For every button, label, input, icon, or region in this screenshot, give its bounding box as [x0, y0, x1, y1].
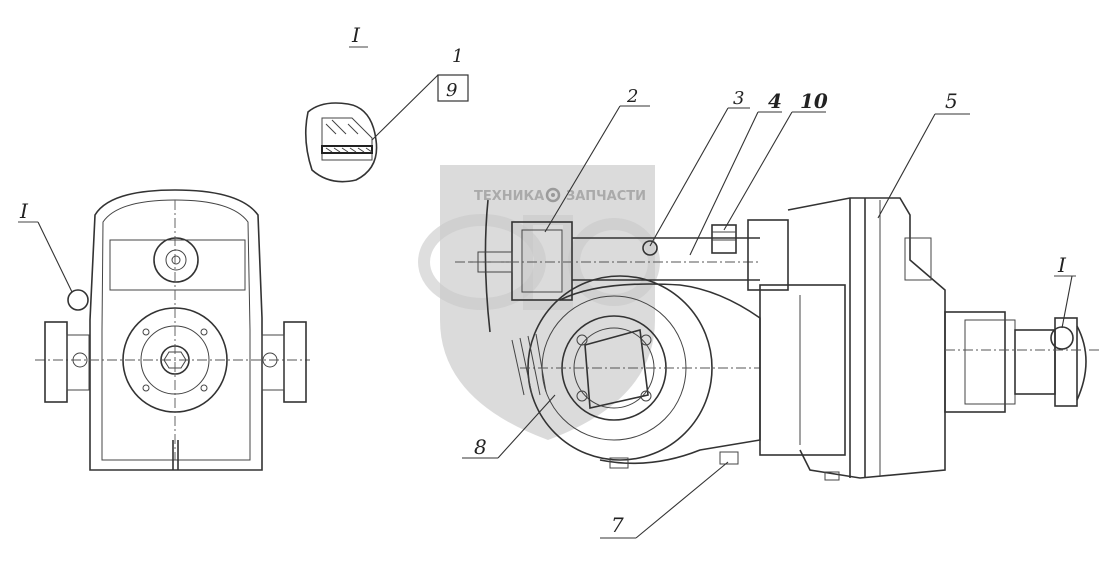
callout-7: 7 [611, 513, 624, 537]
side-view-mark: I [1057, 253, 1067, 277]
callout-8: 8 [474, 435, 487, 459]
callout-5: 5 [945, 89, 958, 113]
watermark-logo: ТЕХНИКА ЗАПЧАСТИ [418, 165, 660, 440]
gear-icon [545, 187, 561, 203]
detail-section-mark: I [351, 23, 361, 47]
detail-view-i: I [304, 23, 378, 183]
watermark-left-text: ТЕХНИКА [474, 189, 544, 204]
watermark-right-text: ЗАПЧАСТИ [566, 189, 646, 204]
callout-3: 3 [733, 88, 744, 109]
callout-1: 1 [452, 46, 463, 67]
callout-10: 10 [800, 89, 828, 113]
callout-4: 4 [768, 89, 782, 113]
callout-9-box [437, 74, 469, 102]
callouts: 1 9 2 3 4 10 5 I 8 7 [371, 46, 1076, 539]
end-view-mark: I [19, 199, 29, 223]
callout-9: 9 [446, 80, 457, 101]
callout-2: 2 [626, 86, 638, 107]
side-view [455, 197, 1100, 481]
end-view: I [18, 189, 310, 471]
